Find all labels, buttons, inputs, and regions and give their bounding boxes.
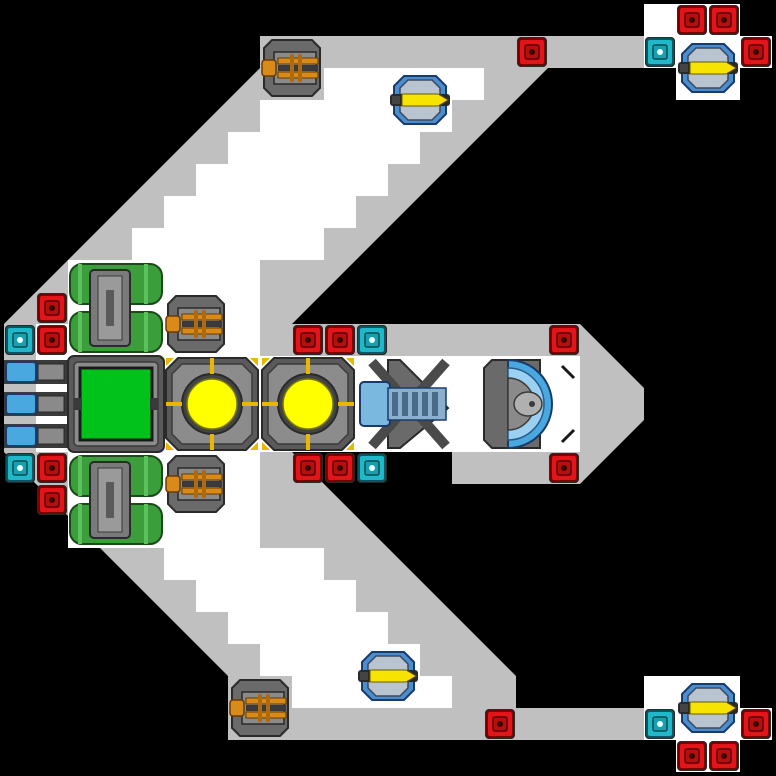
armor-block[interactable]: [740, 36, 772, 68]
laser-turret[interactable]: [677, 683, 739, 733]
armor-block[interactable]: [36, 452, 68, 484]
reactor-core[interactable]: [261, 357, 355, 451]
thruster[interactable]: [261, 39, 321, 97]
shield-block[interactable]: [4, 324, 36, 356]
engine-nozzle[interactable]: [4, 424, 68, 448]
shield-block[interactable]: [644, 36, 676, 68]
armor-block[interactable]: [708, 4, 740, 36]
armor-block[interactable]: [548, 452, 580, 484]
cockpit-dome[interactable]: [483, 358, 576, 450]
armor-block[interactable]: [36, 484, 68, 516]
shield-block[interactable]: [4, 452, 36, 484]
shield-block[interactable]: [356, 324, 388, 356]
armor-block[interactable]: [516, 36, 548, 68]
armor-block[interactable]: [484, 708, 516, 740]
thruster[interactable]: [165, 455, 225, 513]
armor-block[interactable]: [292, 452, 324, 484]
armor-block[interactable]: [548, 324, 580, 356]
reactor-core[interactable]: [165, 357, 259, 451]
shield-block[interactable]: [644, 708, 676, 740]
cargo-hold[interactable]: [67, 355, 165, 453]
armor-block[interactable]: [676, 740, 708, 772]
armor-block[interactable]: [708, 740, 740, 772]
armor-block[interactable]: [676, 4, 708, 36]
armor-block[interactable]: [36, 324, 68, 356]
armor-block[interactable]: [36, 292, 68, 324]
armor-block[interactable]: [324, 324, 356, 356]
laser-turret[interactable]: [357, 651, 419, 701]
shield-block[interactable]: [356, 452, 388, 484]
main-cannon[interactable]: [359, 358, 450, 450]
engine-bank: [4, 360, 68, 448]
thruster[interactable]: [229, 679, 289, 737]
armor-block[interactable]: [324, 452, 356, 484]
laser-turret[interactable]: [389, 75, 451, 125]
thruster[interactable]: [165, 295, 225, 353]
engine-nozzle[interactable]: [4, 392, 68, 416]
armor-block[interactable]: [292, 324, 324, 356]
laser-turret[interactable]: [677, 43, 739, 93]
engine-nozzle[interactable]: [4, 360, 68, 384]
armor-block[interactable]: [740, 708, 772, 740]
